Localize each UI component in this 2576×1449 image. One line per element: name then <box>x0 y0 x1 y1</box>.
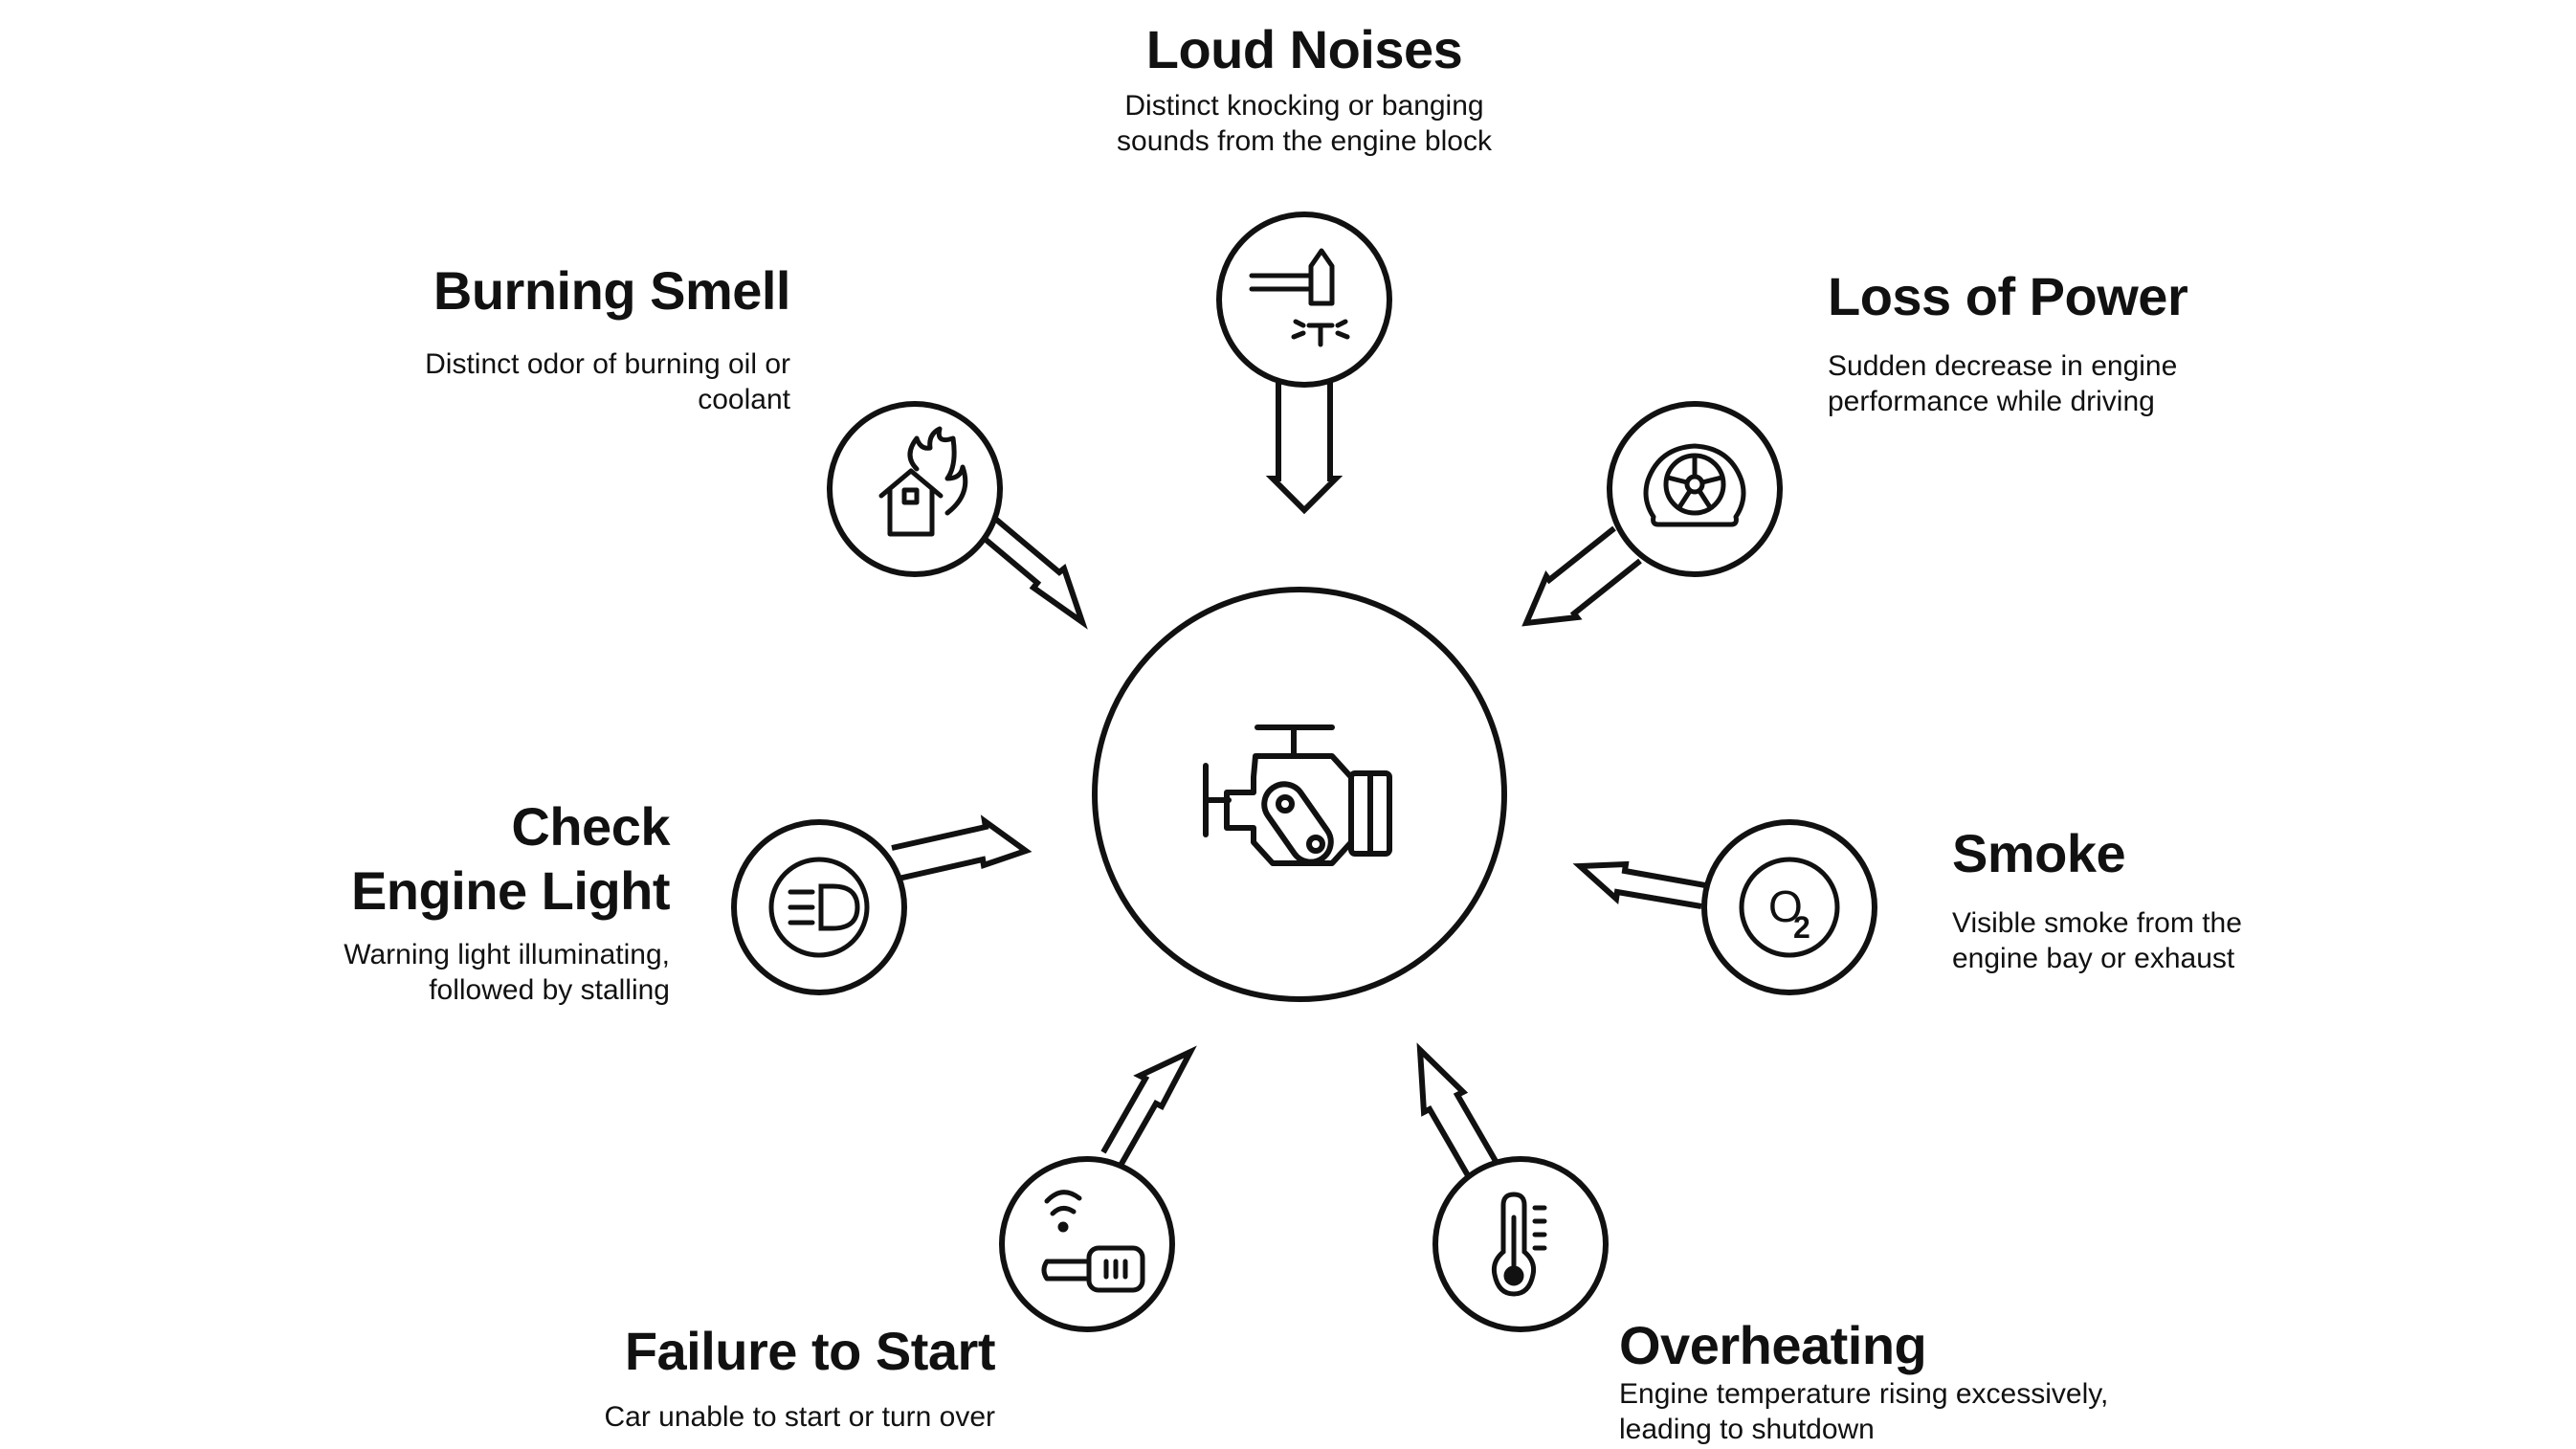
node-overheating <box>1416 1042 1609 1332</box>
symptom-description: Warning light illuminating, followed by … <box>344 939 670 1006</box>
symptom-description: Sudden decrease in engine performance wh… <box>1828 350 2178 417</box>
label-loud-noises: Loud Noises Distinct knocking or banging… <box>1017 17 1591 159</box>
o2-subscript: 2 <box>1793 910 1810 945</box>
symptom-description: Visible smoke from the engine bay or exh… <box>1952 907 2242 974</box>
symptom-description: Engine temperature rising excessively, l… <box>1619 1378 2109 1445</box>
engine-icon <box>1203 724 1392 866</box>
node-loss-of-power <box>1521 401 1783 627</box>
label-smoke: Smoke Visible smoke from the engine bay … <box>1952 821 2297 976</box>
symptom-title-line2: Engine Light <box>350 860 671 922</box>
label-burning-smell: Burning Smell Distinct odor of burning o… <box>364 258 790 417</box>
symptom-title-line1: Check <box>511 796 670 857</box>
thermometer-icon <box>1491 1192 1547 1297</box>
house-fire-icon <box>878 426 968 537</box>
o2-sensor-icon: O 2 <box>1739 857 1840 958</box>
piston-knock-icon <box>1249 248 1350 347</box>
label-overheating: Overheating Engine temperature rising ex… <box>1619 1313 2212 1447</box>
key-fob-icon <box>1041 1190 1145 1293</box>
node-loud-noises <box>1216 212 1392 515</box>
symptom-description: Car unable to start or turn over <box>604 1401 995 1434</box>
node-failure-to-start <box>999 1045 1197 1332</box>
o2-letter: O <box>1768 881 1803 931</box>
symptom-description: Distinct knocking or banging sounds from… <box>1117 90 1492 157</box>
flat-tire-icon <box>1643 443 1746 527</box>
symptom-title: Smoke <box>1952 823 2126 883</box>
label-check-engine-light: Check Engine Light Warning light illumin… <box>268 794 670 1009</box>
symptom-title: Loss of Power <box>1828 266 2188 326</box>
headlight-icon <box>768 857 870 958</box>
symptom-description: Distinct odor of burning oil or coolant <box>425 348 790 415</box>
center-node <box>1092 587 1507 1002</box>
label-failure-to-start: Failure to Start Car unable to start or … <box>402 1319 995 1436</box>
symptom-title: Burning Smell <box>433 260 791 321</box>
symptom-title: Loud Noises <box>1145 19 1463 79</box>
symptom-title: Overheating <box>1619 1315 1927 1375</box>
node-burning-smell <box>827 401 1088 630</box>
node-smoke: O 2 <box>1572 819 1877 995</box>
node-check-engine-light <box>731 814 1033 995</box>
symptom-title: Failure to Start <box>624 1321 996 1381</box>
label-loss-of-power: Loss of Power Sudden decrease in engine … <box>1828 264 2268 419</box>
